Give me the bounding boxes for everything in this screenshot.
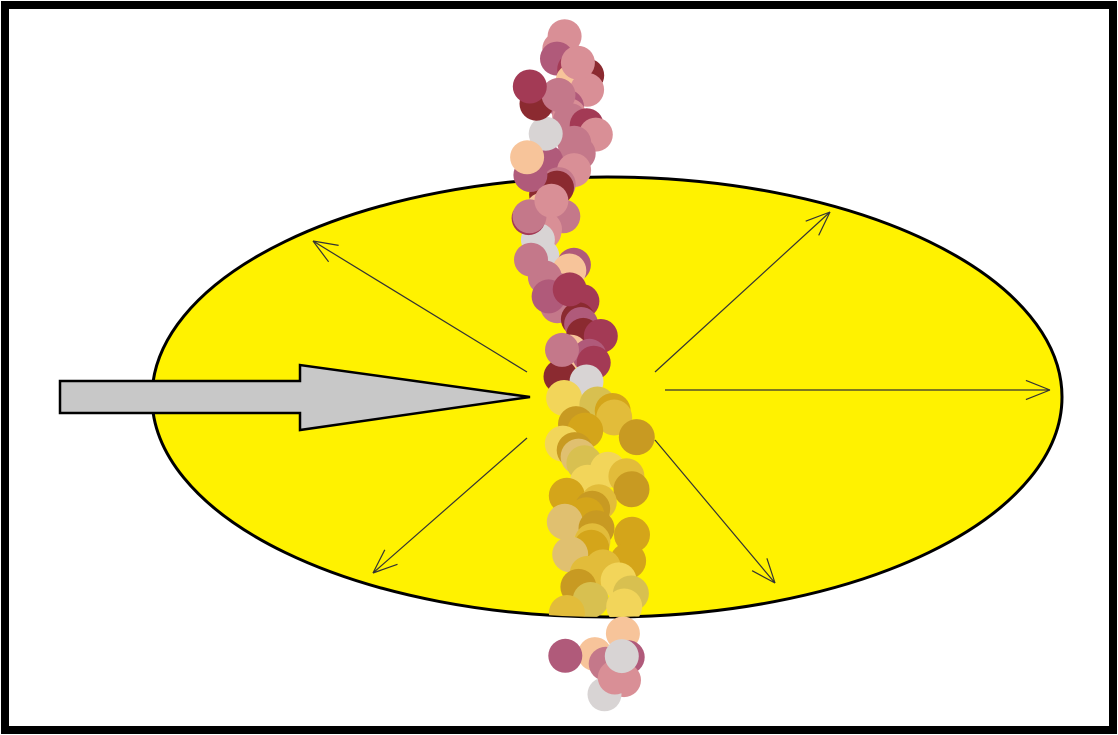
molecule-bead [542, 78, 576, 112]
molecule-bead [510, 140, 544, 174]
molecule-bead [534, 184, 568, 218]
molecule-bead [513, 70, 547, 104]
molecule-bead [553, 272, 587, 306]
molecule-bead [548, 639, 582, 673]
molecule-bead-embedded [614, 471, 650, 507]
molecule-bead [561, 46, 595, 80]
molecule-bead [545, 333, 579, 367]
molecule-bead [514, 243, 548, 277]
molecule-bead [605, 639, 639, 673]
molecule-bead-embedded [619, 419, 655, 455]
